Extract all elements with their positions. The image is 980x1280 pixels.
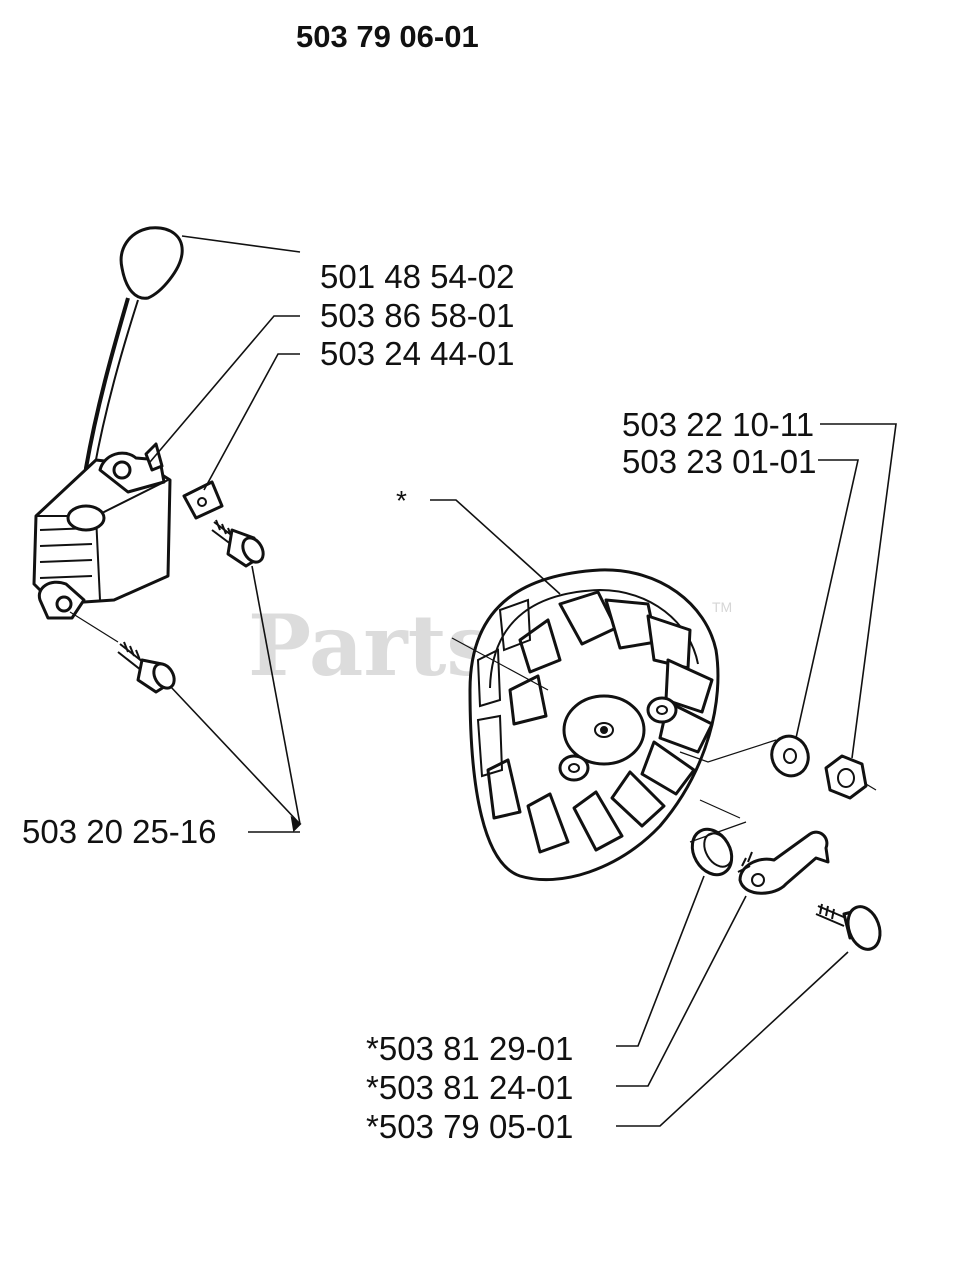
leader-washer <box>795 459 859 739</box>
lead-exit-boss <box>66 504 106 532</box>
leader-boot <box>181 235 301 253</box>
callout-flywheel-note: * <box>396 485 407 516</box>
callout-ground-clip: 503 24 44-01 <box>320 335 515 372</box>
module-screw-lower <box>117 641 176 694</box>
callout-boot: 501 48 54-02 <box>320 258 515 295</box>
ground-clip <box>182 480 224 520</box>
ignition-module-drawing <box>32 226 265 694</box>
watermark-trademark: TM <box>712 599 732 615</box>
callout-module-screws: 503 20 25-16 <box>22 813 217 850</box>
spark-plug-boot <box>119 226 184 300</box>
crank-axis <box>451 637 777 819</box>
callout-nut: 503 23 01-01 <box>622 443 817 480</box>
flywheel-boss-upper <box>646 696 678 724</box>
leader-spring <box>616 875 705 1047</box>
module-screw-upper <box>211 519 265 568</box>
leader-screw-lower <box>169 685 301 825</box>
flywheel-fins <box>486 590 714 854</box>
callout-washer: 503 22 10-11 <box>622 406 814 443</box>
leader-ignition-module <box>149 315 300 463</box>
leader-pawl <box>616 895 747 1087</box>
flywheel-washer <box>770 734 810 778</box>
flywheel-boss-lower <box>558 754 590 782</box>
starter-spring <box>689 821 747 877</box>
assembly-number: 503 79 06-01 <box>296 19 479 54</box>
ignition-lead-wire <box>82 297 130 507</box>
flywheel-drawing <box>451 568 777 882</box>
callout-shoulder-screw: *503 79 05-01 <box>366 1108 573 1145</box>
leader-shoulder-screw <box>616 951 849 1127</box>
leader-flywheel <box>430 499 561 595</box>
leader-nut <box>820 423 897 759</box>
callout-spring: *503 81 29-01 <box>366 1030 573 1067</box>
leader-ground-clip <box>203 353 300 491</box>
pawl-shoulder-screw <box>815 903 882 951</box>
flywheel-nut <box>824 754 877 800</box>
callout-ignition-module: 503 86 58-01 <box>320 297 515 334</box>
callout-pawl: *503 81 24-01 <box>366 1069 573 1106</box>
leader-screw-upper <box>251 565 301 825</box>
starter-pawl <box>737 830 830 895</box>
